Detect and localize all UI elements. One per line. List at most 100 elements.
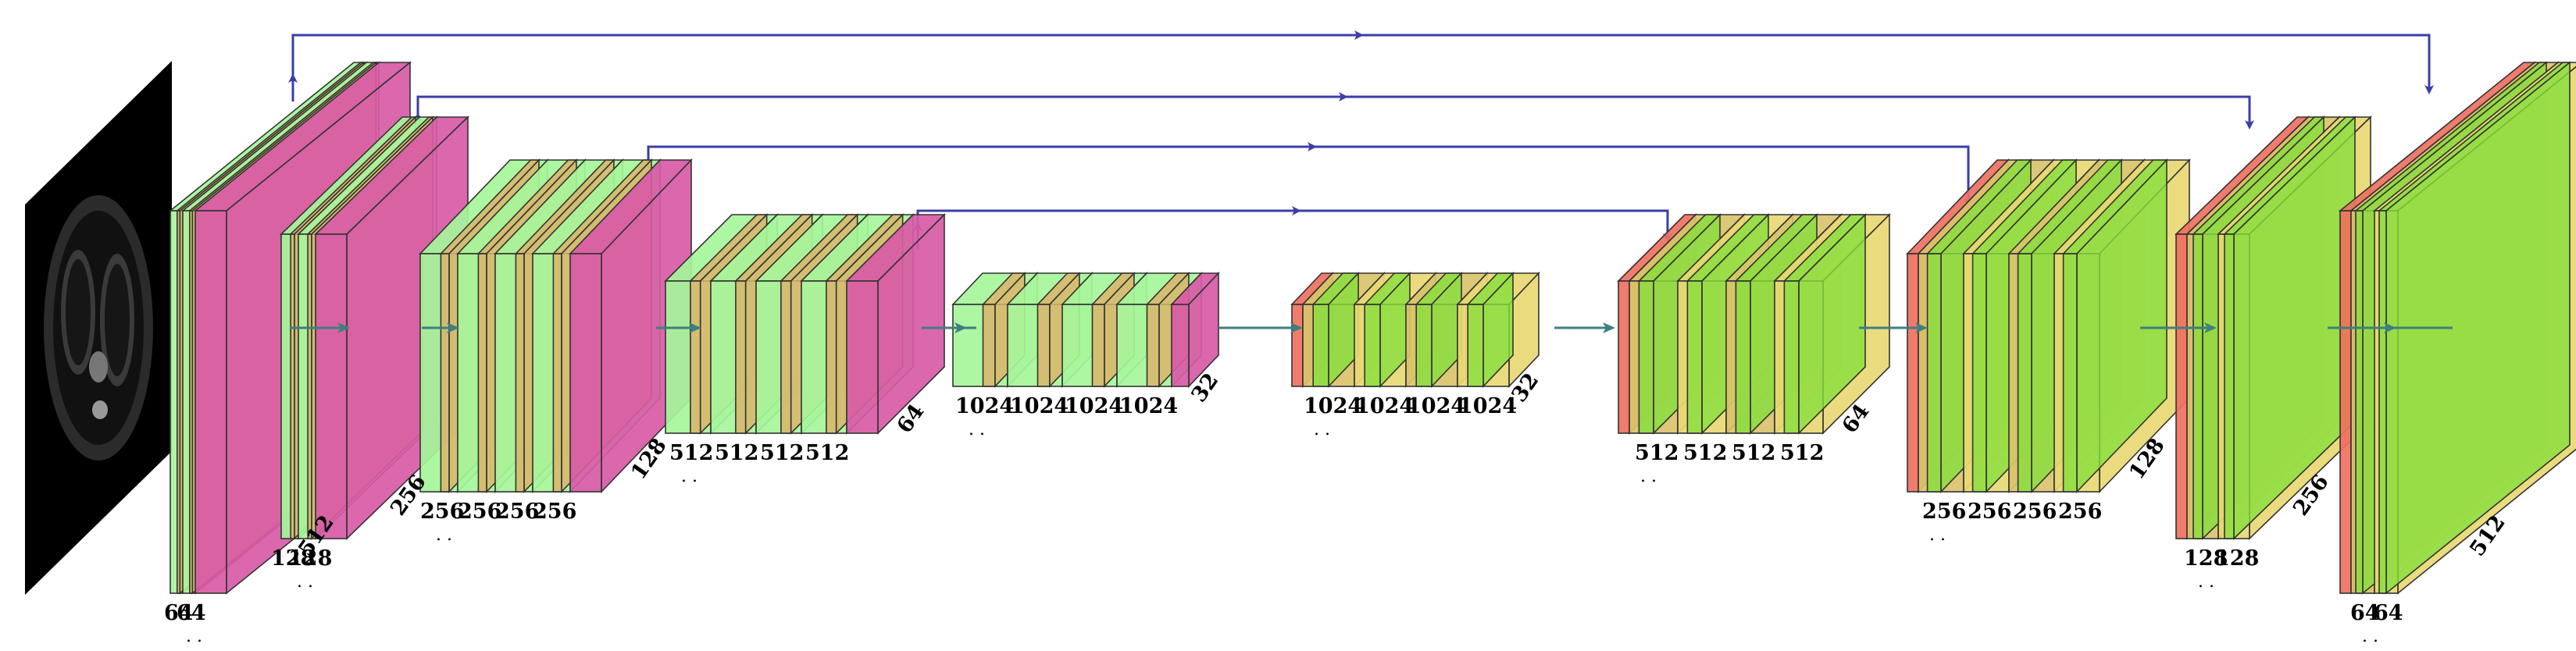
dec-block-3-conv-2-front — [1971, 253, 1987, 493]
enc-block-5-norm-1-front — [982, 304, 996, 387]
enc-block-5-channels-3: 1024 — [1065, 394, 1123, 418]
dec-block-3-channels-2: 256 — [1968, 500, 2011, 524]
enc-block-3-channels-2: 256 — [458, 500, 501, 524]
dec-block-3-upsample-front — [1907, 253, 1919, 493]
enc-block-5-pool-front — [1171, 304, 1190, 387]
dec-block-3-dots: . . — [1929, 525, 1946, 545]
dec-block-5-channels-4: 1024 — [1458, 394, 1517, 418]
enc-block-5-norm-3-front — [1091, 304, 1105, 387]
enc-block-5-channels-4: 1024 — [1119, 394, 1178, 418]
enc-block-2-norm-2-front — [307, 233, 312, 539]
ct-slice-input — [25, 61, 172, 595]
dec-block-1-conv-1-front — [2355, 210, 2364, 594]
dec-block-4-upsample-front — [1618, 280, 1630, 434]
enc-block-3-channels-4: 256 — [533, 500, 576, 524]
enc-block-4-channels-1: 512 — [669, 441, 713, 465]
enc-block-5-channels-2: 1024 — [1010, 394, 1069, 418]
dec-block-1 — [2338, 61, 2576, 595]
dec-block-4-channels-2: 512 — [1683, 441, 1727, 465]
enc-block-3-pool-front — [569, 253, 602, 493]
enc-block-2-channels-2: 128 — [288, 546, 332, 571]
skip-connection-3-line — [647, 145, 1973, 208]
skip-connection-2-line — [416, 95, 2254, 133]
enc-block-5-dots: . . — [969, 420, 985, 439]
dec-block-5-conv-1-front — [1312, 304, 1329, 387]
dec-block-5-dots: . . — [1314, 420, 1330, 439]
enc-block-4-norm-1-front — [690, 280, 701, 434]
dec-block-5-channels-2: 1024 — [1355, 394, 1414, 418]
enc-block-3-norm-2-front — [477, 253, 487, 493]
enc-block-2-pool-front — [315, 233, 348, 539]
enc-block-4-dots: . . — [681, 467, 698, 486]
dec-block-1-upsample-front — [2339, 210, 2352, 594]
enc-block-5 — [951, 271, 1220, 389]
dec-block-5-conv-3-front — [1415, 304, 1432, 387]
dec-block-2-channels-2: 128 — [2215, 546, 2259, 571]
dec-block-3-channels-4: 256 — [2058, 500, 2102, 524]
skip-connection-3 — [644, 142, 1973, 208]
skip-connection-4-line — [916, 209, 1672, 243]
dec-block-2-dots: . . — [2198, 572, 2214, 592]
dec-block-2-conv-2-front — [2224, 233, 2235, 539]
dec-block-5-conv-2-front — [1364, 304, 1381, 387]
dec-block-2-conv-1-front — [2192, 233, 2203, 539]
dec-block-2-channels-1: 128 — [2184, 546, 2228, 571]
dec-block-4-channels-1: 512 — [1635, 441, 1679, 465]
dec-block-3-conv-1-front — [1926, 253, 1942, 493]
enc-block-3 — [419, 158, 693, 493]
enc-block-3-norm-3-front — [515, 253, 525, 493]
dec-block-1-dots: . . — [2362, 627, 2378, 646]
enc-block-4-norm-3-front — [780, 280, 792, 434]
dec-block-4-conv-2-front — [1686, 280, 1703, 434]
skip-connection-4 — [913, 206, 1672, 250]
enc-block-3-channels-3: 256 — [495, 500, 539, 524]
enc-block-1-channels-2: 64 — [177, 601, 206, 625]
skip-connection-2 — [413, 92, 2254, 141]
dec-block-4-conv-3-front — [1735, 280, 1751, 434]
network-blocks — [168, 61, 2576, 595]
enc-block-1-channels-1: 64 — [164, 601, 194, 625]
dec-block-1-conv-2-front — [2378, 210, 2387, 594]
enc-block-1-norm-2-front — [189, 210, 194, 594]
dec-block-4-conv-4-front — [1783, 280, 1800, 434]
dec-block-5 — [1290, 271, 1540, 389]
enc-block-1-norm-1-front — [177, 210, 181, 594]
enc-block-4-pool-front — [846, 280, 879, 434]
dec-block-3-channels-3: 256 — [2013, 500, 2057, 524]
dec-block-3-channels-1: 256 — [1922, 500, 1966, 524]
enc-block-3-norm-4-front — [552, 253, 562, 493]
skip-connection-1 — [288, 30, 2434, 101]
dec-block-5-conv-4-front — [1467, 304, 1484, 387]
dec-block-2-upsample-front — [2175, 233, 2188, 539]
enc-block-2-dots: . . — [297, 572, 313, 592]
dec-block-5-channels-3: 1024 — [1407, 394, 1465, 418]
dec-block-1-channels-1: 64 — [2350, 601, 2380, 625]
dec-block-1-channels-2: 64 — [2374, 601, 2403, 625]
enc-block-4-norm-4-front — [826, 280, 837, 434]
enc-block-3-dots: . . — [436, 525, 452, 545]
dec-block-4-conv-1-front — [1638, 280, 1654, 434]
enc-block-1-pool-front — [194, 210, 227, 594]
dec-block-4-channels-4: 512 — [1780, 441, 1824, 465]
dec-block-4 — [1617, 213, 1891, 435]
dec-block-3 — [1906, 158, 2191, 493]
dec-block-4-channels-3: 512 — [1732, 441, 1775, 465]
enc-block-5-channels-1: 1024 — [955, 394, 1014, 418]
skip-connection-1-line — [291, 34, 2434, 94]
dec-block-5-channels-1: 1024 — [1304, 394, 1362, 418]
dec-block-3-conv-3-front — [2017, 253, 2032, 493]
enc-block-4-norm-2-front — [735, 280, 747, 434]
enc-block-4-channels-2: 512 — [715, 441, 758, 465]
enc-block-4-channels-3: 512 — [760, 441, 804, 465]
enc-block-4 — [664, 213, 946, 435]
dec-block-5-upsample-front — [1291, 304, 1304, 387]
enc-block-3-norm-1-front — [440, 253, 450, 493]
enc-block-5-norm-2-front — [1036, 304, 1051, 387]
enc-block-4-channels-4: 512 — [805, 441, 849, 465]
enc-block-5-norm-4-front — [1146, 304, 1160, 387]
dec-block-4-dots: . . — [1640, 467, 1657, 486]
enc-block-2-channels-1: 128 — [271, 546, 315, 571]
dec-block-3-conv-4-front — [2062, 253, 2078, 493]
enc-block-2-norm-1-front — [290, 233, 295, 539]
